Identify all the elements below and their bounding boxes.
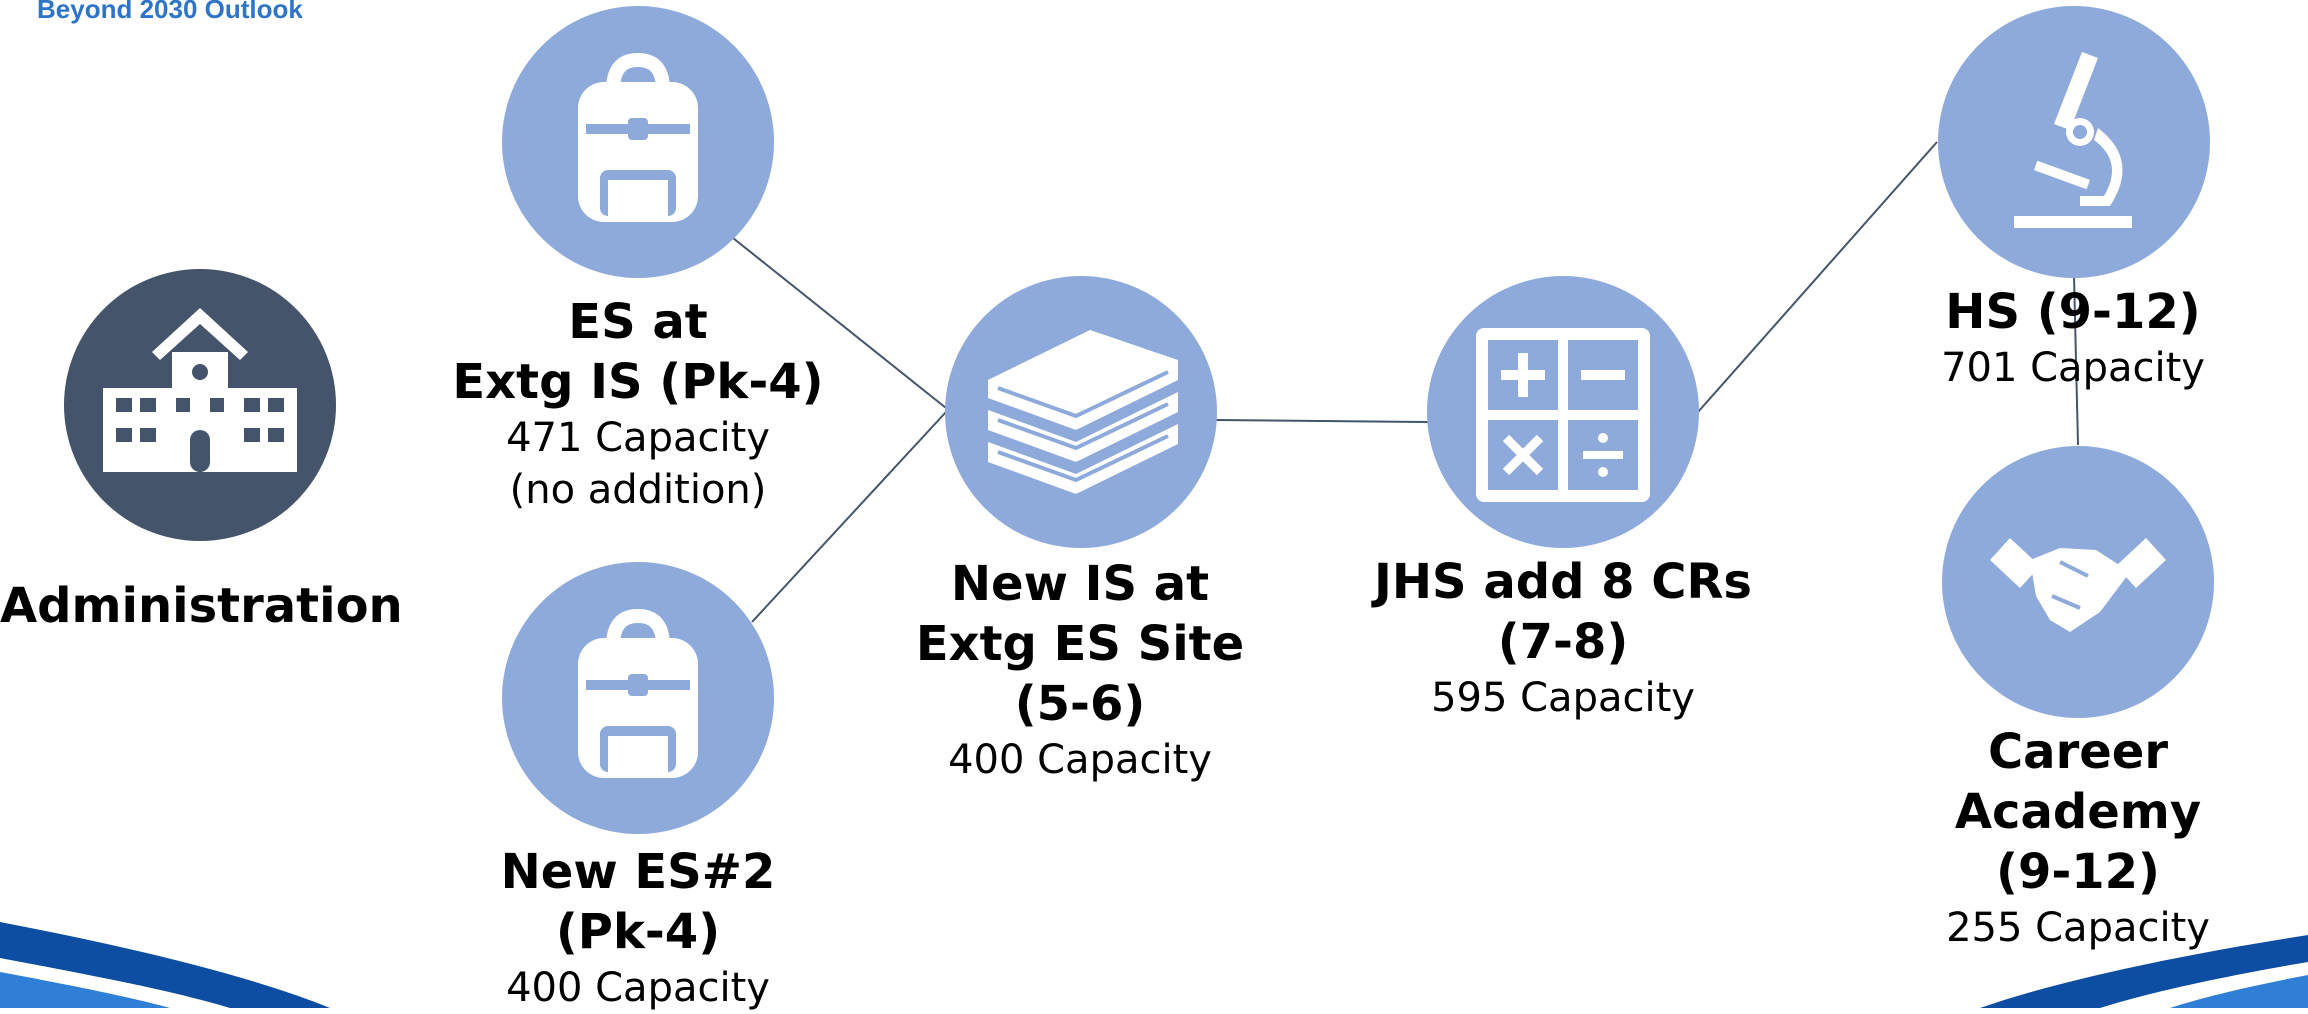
career-academy-label: Career Academy (9-12) 255 Capacity (1862, 722, 2294, 954)
calculator-icon (1476, 328, 1650, 502)
es-extg-title: ES at Extg IS (Pk-4) (452, 294, 824, 410)
backpack-icon (578, 608, 698, 778)
page-title: Beyond 2030 Outlook (37, 0, 303, 24)
bottom-decorative-band (0, 922, 2308, 1008)
new-is-title: New IS at Extg ES Site (5-6) (915, 556, 1245, 732)
jhs-label: JHS add 8 CRs (7-8) 595 Capacity (1353, 552, 1773, 724)
new-is-capacity: 400 Capacity (948, 737, 1212, 783)
connector-new-es2-to-new-is (751, 411, 947, 623)
new-es2-capacity: 400 Capacity (506, 965, 770, 1011)
handshake-icon (1990, 538, 2166, 632)
new-is-label: New IS at Extg ES Site (5-6) 400 Capacit… (880, 554, 1280, 786)
es-extg-label: ES at Extg IS (Pk-4) 471 Capacity (no ad… (443, 292, 833, 516)
new-is-node (945, 276, 1217, 548)
connector-es-extg-to-new-is (732, 237, 947, 409)
new-es2-label: New ES#2 (Pk-4) 400 Capacity (443, 842, 833, 1014)
new-es2-node (502, 562, 774, 834)
connector-hs-to-career (2073, 274, 2079, 446)
career-academy-node (1942, 446, 2214, 718)
es-extg-note: (no addition) (509, 467, 767, 513)
books-icon (988, 330, 1178, 494)
hs-title: HS (9-12) (1945, 284, 2201, 340)
administration-node (64, 269, 336, 541)
jhs-capacity: 595 Capacity (1431, 675, 1695, 721)
new-es2-title: New ES#2 (Pk-4) (500, 844, 776, 960)
hs-node (1938, 6, 2210, 278)
administration-label: Administration (0, 578, 403, 634)
backpack-icon (578, 52, 698, 222)
es-extg-capacity: 471 Capacity (506, 415, 770, 461)
microscope-icon (2014, 52, 2132, 228)
hs-capacity: 701 Capacity (1941, 345, 2205, 391)
career-academy-title: Career Academy (9-12) (1954, 724, 2202, 900)
jhs-title: JHS add 8 CRs (7-8) (1374, 554, 1752, 670)
connector-jhs-to-hs (1697, 141, 1938, 413)
career-academy-capacity: 255 Capacity (1946, 905, 2210, 951)
jhs-node (1427, 276, 1699, 548)
es-extg-node (502, 6, 774, 278)
hs-label: HS (9-12) 701 Capacity (1888, 282, 2258, 394)
connector-new-is-to-jhs (1215, 419, 1429, 423)
